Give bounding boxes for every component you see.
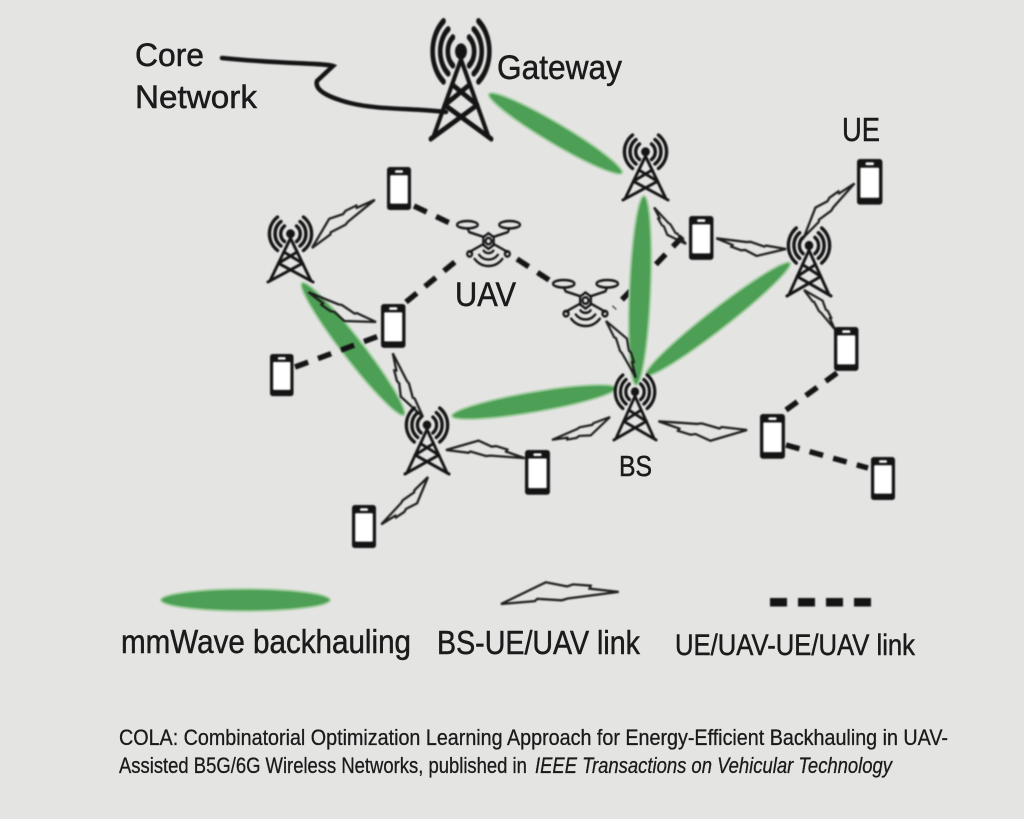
svg-text:COLA: Combinatorial Optimizati: COLA: Combinatorial Optimization Learnin… bbox=[119, 725, 948, 750]
svg-text:BS: BS bbox=[619, 451, 652, 483]
svg-text:Core: Core bbox=[135, 37, 204, 73]
svg-text:Assisted B5G/6G Wireless Netwo: Assisted B5G/6G Wireless Networks, publi… bbox=[119, 753, 893, 778]
svg-text:UE/UAV-UE/UAV link: UE/UAV-UE/UAV link bbox=[675, 629, 916, 662]
svg-text:Network: Network bbox=[135, 79, 258, 115]
svg-text:Gateway: Gateway bbox=[497, 49, 622, 87]
svg-text:UE: UE bbox=[842, 111, 880, 148]
svg-text:mmWave backhauling: mmWave backhauling bbox=[121, 623, 411, 660]
svg-text:UAV: UAV bbox=[455, 276, 516, 314]
svg-text:BS-UE/UAV link: BS-UE/UAV link bbox=[437, 624, 640, 661]
